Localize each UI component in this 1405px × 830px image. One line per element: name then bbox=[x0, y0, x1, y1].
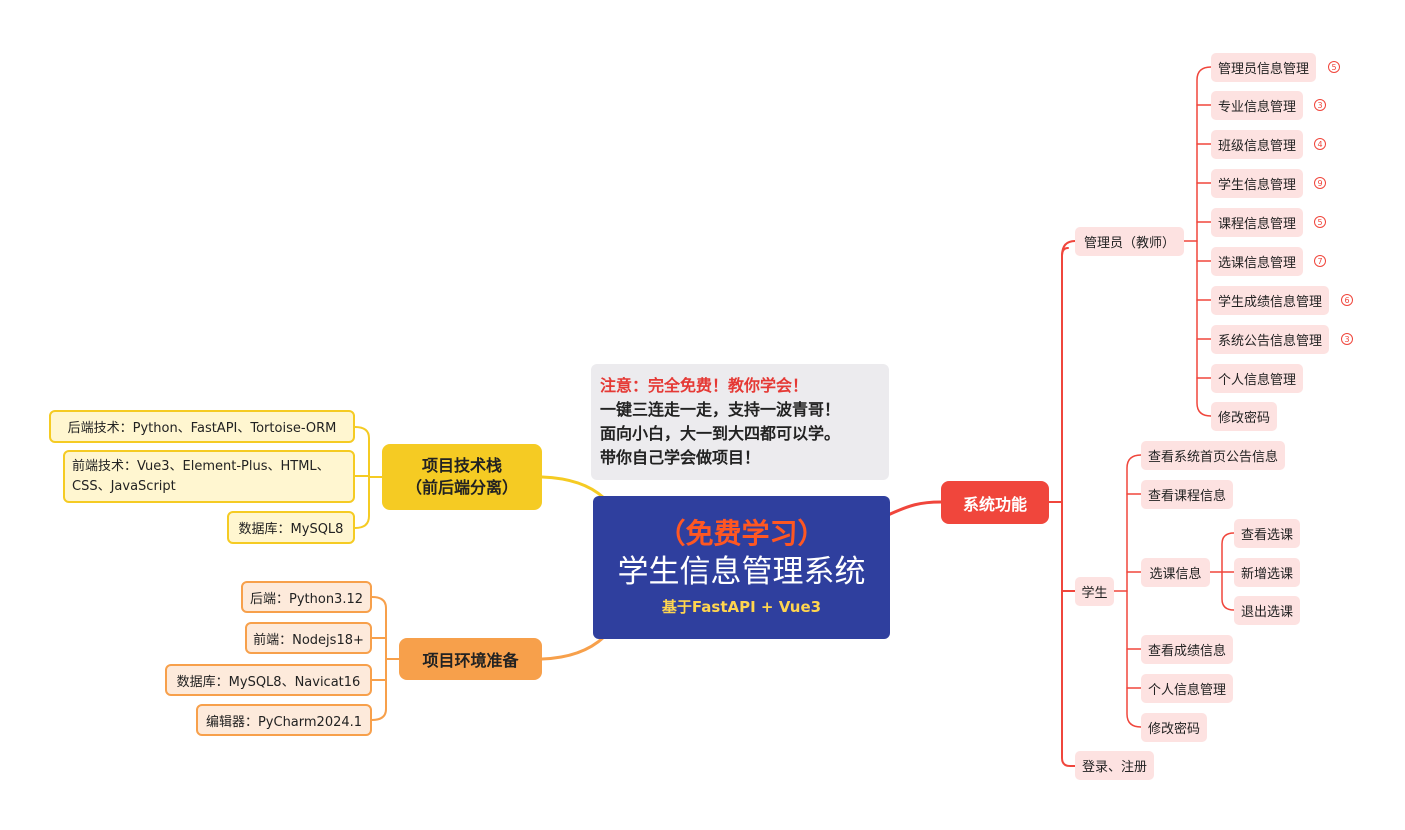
line-center-env bbox=[540, 635, 606, 661]
env-item-frontend[interactable]: 前端：Nodejs18+ bbox=[245, 622, 372, 654]
line-functions-vertical bbox=[1061, 247, 1076, 767]
selection-child-view[interactable]: 查看选课 bbox=[1234, 519, 1301, 548]
admin-item-major-info[interactable]: 专业信息管理 bbox=[1211, 91, 1304, 120]
line-to-admin bbox=[1061, 240, 1076, 257]
student-item-view-notices[interactable]: 查看系统首页公告信息 bbox=[1141, 441, 1286, 470]
topic-tech-stack-line2: （前后端分离） bbox=[405, 478, 518, 497]
subtopic-login-register[interactable]: 登录、注册 bbox=[1075, 751, 1155, 780]
subtopic-admin[interactable]: 管理员（教师） bbox=[1075, 227, 1184, 256]
student-item-course-selection[interactable]: 选课信息 bbox=[1141, 558, 1210, 587]
admin-item-selection-info[interactable]: 选课信息管理 bbox=[1211, 247, 1304, 276]
central-topic-title: 学生信息管理系统 bbox=[617, 553, 866, 590]
admin-item-major-info-count-badge: 3 bbox=[1314, 99, 1326, 111]
selection-child-withdraw[interactable]: 退出选课 bbox=[1234, 596, 1301, 625]
note-line-3: 面向小白，大一到大四都可以学。 bbox=[600, 424, 841, 443]
note-line-4: 带你自己学会做项目！ bbox=[600, 448, 761, 467]
student-item-view-courses[interactable]: 查看课程信息 bbox=[1141, 480, 1234, 509]
note-line-1: 注意：完全免费！教你学会！ bbox=[600, 376, 809, 395]
admin-item-notice-info[interactable]: 系统公告信息管理 bbox=[1211, 325, 1330, 354]
note-box[interactable]: 注意：完全免费！教你学会！ 一键三连走一走，支持一波青哥！ 面向小白，大一到大四… bbox=[591, 364, 889, 480]
admin-item-notice-info-count-badge: 3 bbox=[1341, 333, 1353, 345]
env-item-database[interactable]: 数据库：MySQL8、Navicat16 bbox=[165, 664, 372, 696]
line-admin-vertical bbox=[1196, 66, 1212, 417]
env-item-backend[interactable]: 后端：Python3.12 bbox=[241, 581, 372, 613]
admin-item-class-info[interactable]: 班级信息管理 bbox=[1211, 130, 1304, 159]
admin-item-selection-info-count-badge: 7 bbox=[1314, 255, 1326, 267]
line-env-vertical bbox=[371, 596, 387, 721]
tech-item-frontend[interactable]: 前端技术：Vue3、Element-Plus、HTML、 CSS、JavaScr… bbox=[63, 450, 355, 503]
admin-item-grade-info[interactable]: 学生成绩信息管理 bbox=[1211, 286, 1330, 315]
note-line-2: 一键三连走一走，支持一波青哥！ bbox=[600, 400, 841, 419]
subtopic-student[interactable]: 学生 bbox=[1075, 577, 1114, 606]
topic-tech-stack-line1: 项目技术栈 bbox=[421, 456, 502, 475]
tech-item-database[interactable]: 数据库：MySQL8 bbox=[227, 511, 355, 544]
central-topic[interactable]: （免费学习） 学生信息管理系统 基于FastAPI + Vue3 bbox=[593, 496, 890, 639]
tech-item-frontend-line1: 前端技术：Vue3、Element-Plus、HTML、 bbox=[72, 458, 330, 474]
line-center-tech bbox=[540, 475, 606, 500]
selection-child-add[interactable]: 新增选课 bbox=[1234, 558, 1301, 587]
admin-item-personal-info[interactable]: 个人信息管理 bbox=[1211, 364, 1304, 393]
topic-environment[interactable]: 项目环境准备 bbox=[399, 638, 542, 680]
line-center-functions bbox=[886, 500, 943, 517]
admin-item-change-password[interactable]: 修改密码 bbox=[1211, 402, 1278, 431]
student-item-personal-info[interactable]: 个人信息管理 bbox=[1141, 674, 1234, 703]
tech-item-backend[interactable]: 后端技术：Python、FastAPI、Tortoise-ORM bbox=[49, 410, 355, 443]
env-item-editor[interactable]: 编辑器：PyCharm2024.1 bbox=[196, 704, 372, 736]
line-tech-vertical bbox=[354, 426, 370, 529]
admin-item-class-info-count-badge: 4 bbox=[1314, 138, 1326, 150]
central-topic-subtitle: 基于FastAPI + Vue3 bbox=[661, 597, 822, 616]
line-student-vertical bbox=[1126, 454, 1142, 728]
central-topic-tag: （免费学习） bbox=[657, 516, 826, 550]
admin-item-course-info-count-badge: 5 bbox=[1314, 216, 1326, 228]
admin-item-course-info[interactable]: 课程信息管理 bbox=[1211, 208, 1304, 237]
admin-item-admin-info-count-badge: 5 bbox=[1328, 61, 1340, 73]
student-item-change-password[interactable]: 修改密码 bbox=[1141, 713, 1208, 742]
topic-system-functions[interactable]: 系统功能 bbox=[941, 481, 1049, 524]
tech-item-frontend-line2: CSS、JavaScript bbox=[72, 478, 176, 494]
admin-item-student-info-count-badge: 9 bbox=[1314, 177, 1326, 189]
topic-tech-stack[interactable]: 项目技术栈 （前后端分离） bbox=[382, 444, 542, 510]
admin-item-grade-info-count-badge: 6 bbox=[1341, 294, 1353, 306]
student-item-view-grades[interactable]: 查看成绩信息 bbox=[1141, 635, 1234, 664]
admin-item-student-info[interactable]: 学生信息管理 bbox=[1211, 169, 1304, 198]
admin-item-admin-info[interactable]: 管理员信息管理 bbox=[1211, 53, 1317, 82]
